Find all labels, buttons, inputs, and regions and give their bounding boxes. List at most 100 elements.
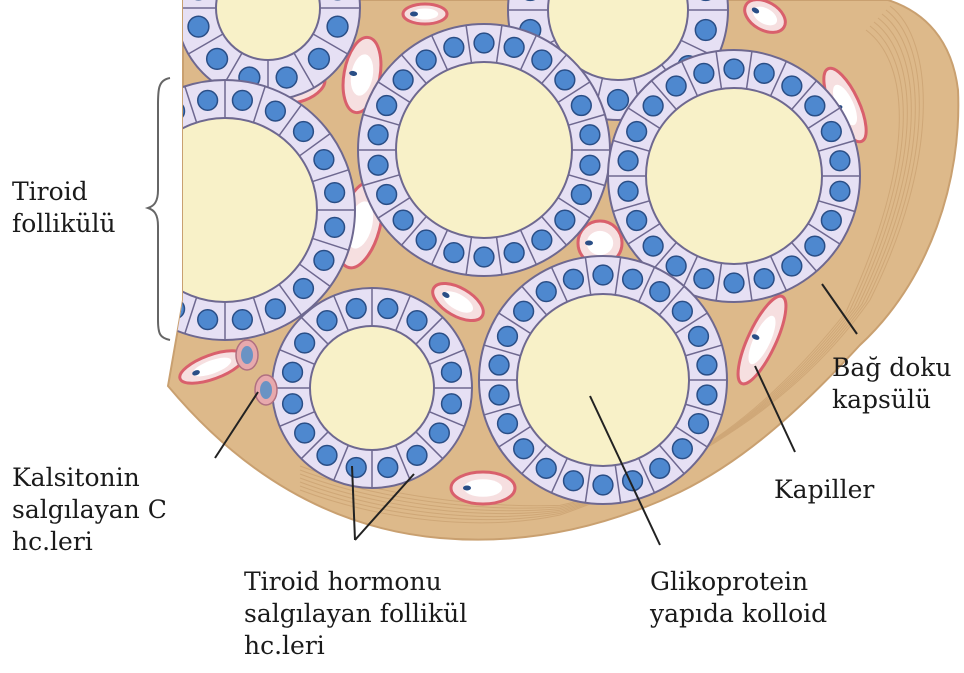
follicular-cell-nucleus (266, 101, 286, 121)
follicular-cell-nucleus (571, 185, 591, 205)
follicular-cell-nucleus (232, 310, 252, 330)
label-line: salgılayan C (12, 494, 167, 526)
follicular-cell-nucleus (532, 230, 552, 250)
follicular-cell-nucleus (294, 122, 314, 142)
cell-border (120, 134, 151, 156)
follicular-cell-nucleus (724, 273, 744, 293)
follicular-cell-nucleus (504, 243, 524, 263)
colloid (517, 294, 689, 466)
follicular-cell-nucleus (830, 151, 850, 171)
thyroid-follicle (358, 24, 610, 276)
follicular-cell-nucleus (643, 236, 663, 256)
follicular-cell-nucleus (580, 125, 600, 145)
endothelial-nucleus (585, 241, 593, 246)
colloid (646, 88, 822, 264)
follicular-cell-nucleus (514, 301, 534, 321)
follicular-cell-nucleus (666, 76, 686, 96)
follicular-cell-nucleus (416, 230, 436, 250)
thyroid-follicle (272, 288, 472, 488)
label-capillary: Kapiller (774, 474, 874, 506)
follicular-cell-nucleus (295, 423, 315, 443)
follicular-cell-nucleus (571, 96, 591, 116)
follicular-cell-nucleus (266, 299, 286, 319)
follicular-cell-nucleus (444, 243, 464, 263)
follicular-cell-nucleus (474, 247, 494, 267)
follicular-cell-nucleus (368, 155, 388, 175)
follicular-cell-nucleus (346, 299, 366, 319)
colloid (396, 62, 572, 238)
follicular-cell-nucleus (672, 301, 692, 321)
follicular-cell-nucleus (694, 269, 714, 289)
follicular-cell-nucleus (377, 185, 397, 205)
follicular-cell-nucleus (627, 211, 647, 231)
follicular-cell-nucleus (643, 96, 663, 116)
label-colloid: Glikoprotein yapıda kolloid (650, 566, 827, 630)
follicular-cell-nucleus (489, 355, 509, 375)
label-follicle-cells: Tiroid hormonu salgılayan follikül hc.le… (244, 566, 467, 662)
endothelial-nucleus (410, 12, 418, 17)
follicular-cell-nucleus (327, 16, 348, 37)
follicular-cell-nucleus (695, 20, 716, 41)
follicular-cell-nucleus (754, 269, 774, 289)
label-line: Glikoprotein (650, 566, 827, 598)
follicular-cell-nucleus (314, 251, 334, 271)
follicular-cell-nucleus (608, 90, 629, 111)
follicular-cell-nucleus (555, 70, 575, 90)
label-line: Tiroid (12, 176, 116, 208)
label-line: Tiroid hormonu (244, 566, 467, 598)
label-line: hc.leri (12, 526, 167, 558)
follicular-cell-nucleus (407, 445, 427, 465)
follicular-cell-nucleus (378, 299, 398, 319)
endothelial-nucleus (463, 486, 471, 491)
follicular-cell-nucleus (489, 385, 509, 405)
follicular-cell-nucleus (442, 394, 462, 414)
follicular-cell-nucleus (782, 76, 802, 96)
follicular-cell-nucleus (283, 362, 303, 382)
cell-border (149, 105, 171, 136)
follicular-cell-nucleus (442, 362, 462, 382)
follicular-cell-nucleus (165, 101, 185, 121)
label-line: Bağ doku (832, 352, 952, 384)
follicular-cell-nucleus (314, 150, 334, 170)
follicular-cell-nucleus (444, 37, 464, 57)
follicular-cell-nucleus (407, 311, 427, 331)
c-cell-nucleus (260, 381, 272, 399)
follicular-cell-nucleus (580, 155, 600, 175)
c-cell-nucleus (241, 346, 253, 364)
follicular-cell-nucleus (532, 50, 552, 70)
follicular-cell-nucleus (697, 385, 717, 405)
label-line: kapsülü (832, 384, 952, 416)
follicular-cell-nucleus (564, 269, 584, 289)
follicular-cell-nucleus (697, 355, 717, 375)
follicular-cell-nucleus (694, 63, 714, 83)
capillary (451, 472, 515, 504)
colloid (133, 118, 317, 302)
follicle-layer (95, 0, 923, 523)
follicular-cell-nucleus (618, 151, 638, 171)
label-line: follikülü (12, 208, 116, 240)
follicular-cell-nucleus (593, 265, 613, 285)
label-c-cells: Kalsitonin salgılayan C hc.leri (12, 462, 167, 558)
follicular-cell-nucleus (309, 49, 330, 70)
follicular-cell-nucleus (689, 414, 709, 434)
follicular-cell-nucleus (504, 37, 524, 57)
follicular-cell-nucleus (137, 279, 157, 299)
follicular-cell-nucleus (116, 150, 136, 170)
follicular-cell-nucleus (754, 63, 774, 83)
label-line: Kalsitonin (12, 462, 167, 494)
follicular-cell-nucleus (137, 122, 157, 142)
follicular-cell-nucleus (116, 251, 136, 271)
cell-border (101, 238, 137, 250)
follicular-cell-nucleus (782, 256, 802, 276)
capillary (403, 4, 447, 24)
label-line: yapıda kolloid (650, 598, 827, 630)
follicular-cell-nucleus (377, 96, 397, 116)
follicular-cell-nucleus (294, 279, 314, 299)
follicular-cell-nucleus (393, 210, 413, 230)
follicular-cell-nucleus (378, 458, 398, 478)
follicular-cell-nucleus (672, 439, 692, 459)
follicular-cell-nucleus (805, 96, 825, 116)
cell-border (120, 264, 151, 286)
follicular-cell-nucleus (317, 311, 337, 331)
